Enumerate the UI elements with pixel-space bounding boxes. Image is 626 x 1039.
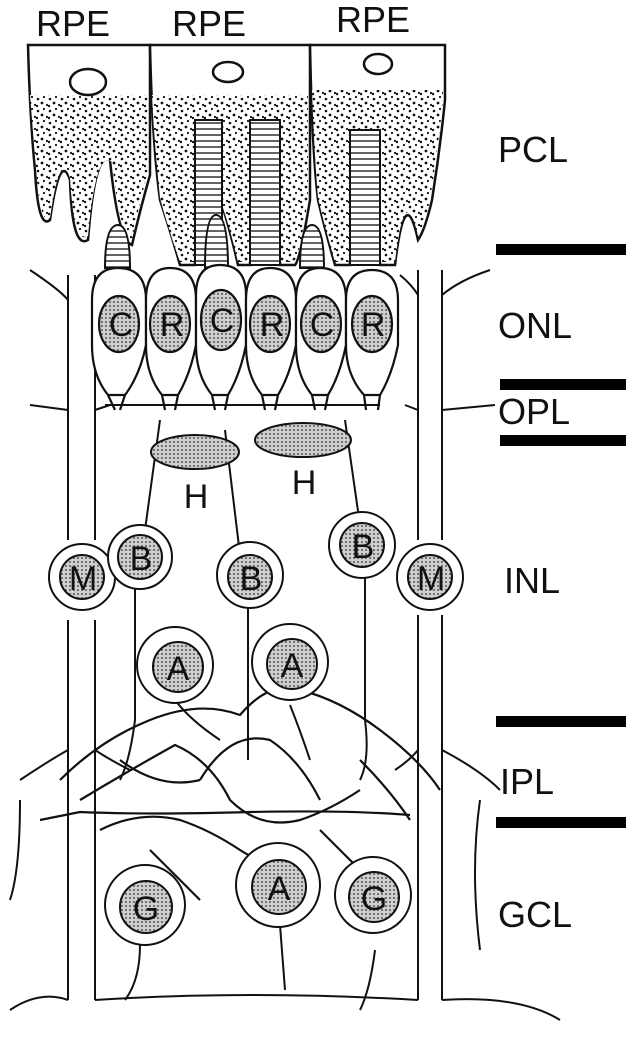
separator-onl-opl: [500, 379, 626, 390]
rpe-label-3: RPE: [336, 0, 410, 40]
separator-ipl-gcl: [496, 817, 626, 828]
layer-label-opl: OPL: [498, 391, 570, 432]
horizontal-cell-letter-1: H: [184, 478, 209, 516]
horizontal-cell-1: [151, 435, 239, 469]
separator-pcl-onl: [496, 244, 626, 255]
layer-label-onl: ONL: [498, 305, 572, 346]
photoreceptor-letter-3: C: [210, 302, 235, 340]
bipolar-cell-letter-1: B: [130, 540, 153, 578]
amacrine-cell-letter-3: A: [268, 870, 291, 908]
layer-label-inl: INL: [504, 560, 560, 601]
bipolar-cell-letter-3: B: [352, 528, 375, 566]
photoreceptor-letter-1: C: [109, 306, 134, 344]
layer-label-ipl: IPL: [500, 761, 554, 802]
horizontal-cell-2: [255, 423, 351, 457]
photoreceptor-letter-5: C: [310, 306, 335, 344]
ganglion-cell-letter-2: G: [361, 880, 387, 918]
ganglion-cell-letter-1: G: [133, 890, 159, 928]
photoreceptor-letter-6: R: [361, 306, 386, 344]
horizontal-cells: [151, 423, 351, 469]
photoreceptor-letter-4: R: [260, 306, 285, 344]
photoreceptor-letter-2: R: [160, 306, 185, 344]
photoreceptor-cells: [92, 265, 398, 410]
separator-inl-ipl: [496, 716, 626, 727]
amacrine-cell-letter-2: A: [281, 647, 304, 685]
muller-cell-letter-1: M: [69, 560, 97, 598]
horizontal-cell-letter-2: H: [292, 464, 317, 502]
rpe-layer: [28, 45, 445, 265]
layer-label-gcl: GCL: [498, 894, 572, 935]
amacrine-cell-letter-1: A: [167, 650, 190, 688]
layer-label-pcl: PCL: [498, 129, 568, 170]
separator-opl-inl: [500, 435, 626, 446]
rpe-label-2: RPE: [172, 3, 246, 44]
rpe-label-1: RPE: [36, 3, 110, 44]
muller-cell-letter-2: M: [417, 560, 445, 598]
rpe-labels: RPE RPE RPE: [36, 0, 410, 44]
bipolar-cell-letter-2: B: [240, 560, 263, 598]
